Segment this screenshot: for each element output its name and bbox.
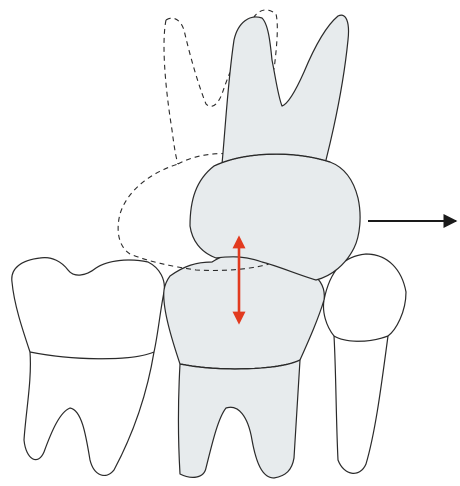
lower-left-molar [12,258,165,476]
lower-left-molar-roots [24,352,154,475]
lower-right-premolar-root [334,336,388,473]
shaded-upper-molar-displaced [190,15,360,280]
dashed-upper-molar-mesial-root [164,20,178,164]
shaded-lower-molar [164,253,325,478]
lower-right-premolar [323,254,406,473]
lower-left-molar-crown [12,258,165,359]
shaded-lower-molar-roots [179,360,301,478]
